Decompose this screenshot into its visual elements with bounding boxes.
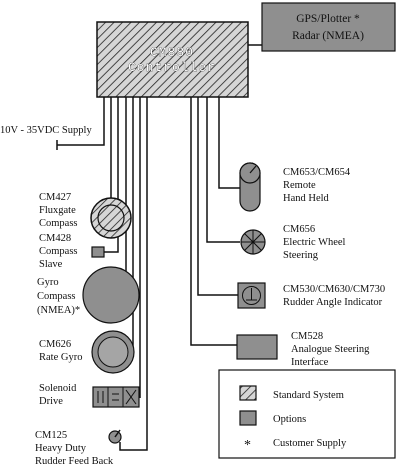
controller-label-line1: CM880 xyxy=(150,45,194,60)
controller-label-line2: Controller xyxy=(128,60,216,75)
cm626-label: CM626 Rate Gyro xyxy=(39,339,82,363)
rate-gyro-icon xyxy=(91,330,135,374)
legend-standard-swatch xyxy=(239,385,257,401)
gyro-label: Gyro Compass (NMEA)* xyxy=(37,277,80,316)
cm656-label: CM656 Electric Wheel Steering xyxy=(283,224,348,261)
electric-wheel-icon xyxy=(240,229,266,255)
power-supply: 10V - 35VDC Supply xyxy=(0,97,105,150)
cm125-label: CM125 Heavy Duty Rudder Feed Back xyxy=(35,430,114,467)
legend-options-swatch xyxy=(239,410,257,426)
legend-customer-symbol: * xyxy=(244,438,251,453)
gps-label-line1: GPS/Plotter * xyxy=(296,13,360,25)
supply-label: 10V - 35VDC Supply xyxy=(0,125,92,136)
cm428-label: CM428 Compass Slave xyxy=(39,233,80,270)
cm427-label: CM427 Fluxgate Compass xyxy=(39,192,78,229)
fluxgate-compass-icon xyxy=(90,197,132,239)
cm528-label: CM528 Analogue Steering Interface xyxy=(291,331,372,368)
compass-slave-icon xyxy=(91,246,105,258)
legend: Standard System Options * Customer Suppl… xyxy=(218,369,396,459)
gyro-compass-icon xyxy=(82,266,140,324)
rudder-angle-indicator-icon xyxy=(237,282,266,309)
legend-standard-label: Standard System xyxy=(273,390,344,401)
legend-customer-label: Customer Supply xyxy=(273,438,347,449)
analogue-steering-interface-icon xyxy=(236,334,278,360)
cm653-label: CM653/CM654 Remote Hand Held xyxy=(283,167,353,204)
rudder-feedback-icon xyxy=(108,429,122,444)
gps-label-line2: Radar (NMEA) xyxy=(292,30,364,42)
gps-plotter-box: GPS/Plotter * Radar (NMEA) xyxy=(261,2,396,52)
solenoid-label: Solenoid Drive xyxy=(39,383,79,407)
solenoid-drive-icon xyxy=(92,386,140,408)
right-wires xyxy=(190,97,240,346)
cm880-controller: CM880 Controller xyxy=(96,21,249,98)
legend-options-label: Options xyxy=(273,414,306,425)
remote-hand-held-icon xyxy=(239,162,261,212)
cm530-label: CM530/CM630/CM730 Rudder Angle Indicator xyxy=(283,284,388,308)
